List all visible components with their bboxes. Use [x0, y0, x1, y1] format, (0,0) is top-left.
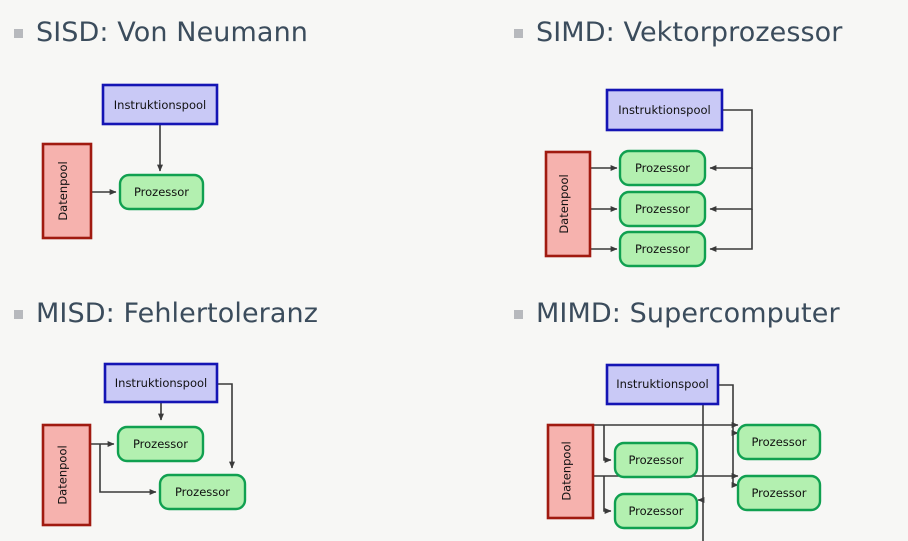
arrow-instruction-to-processor-2 [217, 383, 235, 469]
page-title-mimd: MIMD: Supercomputer [536, 298, 840, 329]
processor-label: Prozessor [628, 453, 683, 467]
processor-box: Prozessor [118, 173, 205, 211]
diagram-sisd: Instruktionspool Datenpool Prozessor [41, 83, 219, 240]
heading-sisd: SISD: Von Neumann [14, 19, 308, 46]
processor-label: Prozessor [628, 504, 683, 518]
instruction-pool-box: Instruktionspool [101, 83, 219, 126]
instruction-pool-box: Instruktionspool [605, 363, 720, 406]
processor-label: Prozessor [751, 486, 806, 500]
heading-misd: MISD: Fehlertoleranz [14, 300, 318, 327]
arrow-data-to-left-processor-1 [603, 425, 612, 463]
processor-label: Prozessor [134, 185, 189, 199]
square-bullet-icon [514, 310, 523, 319]
processor-label: Prozessor [133, 437, 188, 451]
data-pool-box: Datenpool [544, 150, 592, 258]
heading-simd: SIMD: Vektorprozessor [514, 19, 843, 46]
square-bullet-icon [14, 29, 23, 38]
processor-label: Prozessor [635, 202, 690, 216]
arrow-instruction-to-left-processor-2 [702, 500, 704, 541]
processor-box: Prozessor [613, 441, 699, 479]
processor-label: Prozessor [635, 161, 690, 175]
processor-box: Prozessor [158, 473, 247, 511]
heading-mimd: MIMD: Supercomputer [514, 300, 840, 327]
data-pool-box: Datenpool [546, 423, 595, 520]
page-title-simd: SIMD: Vektorprozessor [536, 17, 843, 48]
page-title-sisd: SISD: Von Neumann [36, 17, 308, 48]
arrow-instruction-to-processor-3 [709, 209, 753, 252]
data-pool-label: Datenpool [56, 161, 70, 220]
square-bullet-icon [14, 310, 23, 319]
diagram-misd: Instruktionspool Datenpool Prozessor Pro… [41, 362, 247, 527]
processor-box: Prozessor [116, 425, 205, 463]
processor-label: Prozessor [635, 242, 690, 256]
page-title-misd: MISD: Fehlertoleranz [36, 298, 319, 329]
processor-label: Prozessor [751, 435, 806, 449]
diagram-simd: Instruktionspool Datenpool Prozessor Pro… [544, 88, 753, 268]
processor-box: Prozessor [618, 230, 707, 268]
data-pool-label: Datenpool [557, 174, 571, 233]
processor-box: Prozessor [618, 149, 707, 187]
data-pool-box: Datenpool [41, 423, 92, 527]
data-pool-label: Datenpool [560, 441, 574, 500]
arrow-instruction-to-processor-1 [709, 109, 753, 171]
processor-label: Prozessor [175, 485, 230, 499]
quadrant-misd: MISD: Fehlertoleranz Instruktionspool [0, 280, 454, 541]
instruction-bus-right [718, 384, 734, 435]
quadrant-sisd: SISD: Von Neumann Instruktionspool Daten… [0, 0, 454, 280]
processor-box: Prozessor [613, 492, 699, 530]
processor-box: Prozessor [736, 474, 822, 512]
data-pool-label: Datenpool [56, 445, 70, 504]
instruction-pool-label: Instruktionspool [114, 98, 206, 112]
arrow-instruction-to-processor-2 [709, 168, 753, 212]
diagram-mimd: Instruktionspool Datenpool Prozessor Pro… [546, 363, 822, 541]
processor-box: Prozessor [736, 423, 822, 461]
arrow-data-to-left-processor-2 [603, 476, 612, 514]
instruction-pool-label: Instruktionspool [618, 103, 710, 117]
instruction-pool-label: Instruktionspool [115, 376, 207, 390]
processor-box: Prozessor [618, 190, 707, 228]
instruction-pool-box: Instruktionspool [103, 362, 219, 404]
data-pool-box: Datenpool [41, 142, 93, 240]
quadrant-simd: SIMD: Vektorprozessor Instruktionspool [454, 0, 908, 280]
arrow-instruction-to-left-processor-1 [697, 404, 705, 503]
instruction-pool-label: Instruktionspool [616, 377, 708, 391]
instruction-pool-box: Instruktionspool [605, 88, 724, 132]
quadrant-mimd: MIMD: Supercomputer [454, 280, 908, 541]
arrow-data-to-processor-2 [99, 444, 157, 495]
square-bullet-icon [514, 29, 523, 38]
